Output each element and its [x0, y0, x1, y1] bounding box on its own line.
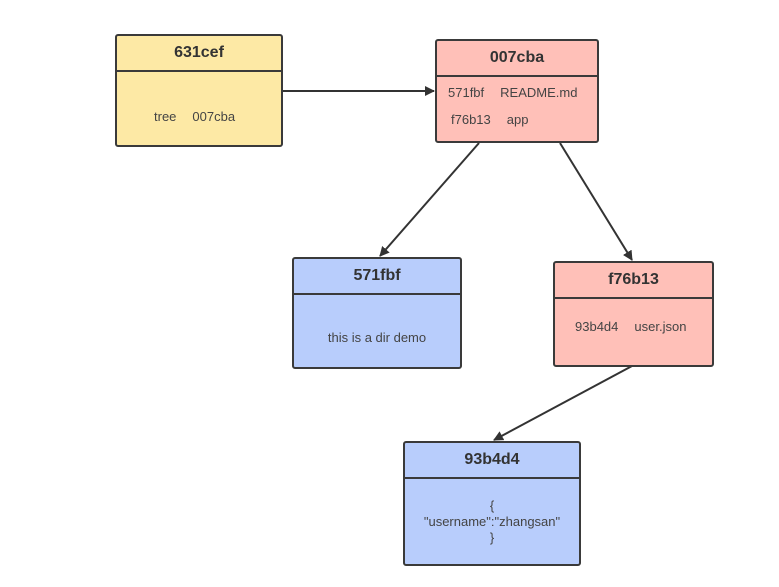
readme-blob-content: this is a dir demo [327, 330, 427, 345]
commit-node-body: tree 007cba [117, 72, 281, 145]
json-line: "username":"zhangsan" [423, 514, 561, 529]
readme-blob-title: 571fbf [294, 259, 460, 295]
json-blob-node: 93b4d4 { "username":"zhangsan" } [403, 441, 581, 566]
readme-blob-body: this is a dir demo [294, 295, 460, 367]
app-tree-node: f76b13 93b4d4 user.json [553, 261, 714, 367]
root-tree-body: 571fbf README.md f76b13 app [437, 77, 597, 141]
app-tree-title: f76b13 [555, 263, 712, 299]
root-tree-entry: f76b13 app [451, 112, 528, 127]
commit-entry: tree 007cba [154, 109, 235, 124]
json-blob-title: 93b4d4 [405, 443, 579, 479]
commit-entry-hash: 007cba [192, 109, 236, 124]
root-tree-entry-hash: 571fbf [448, 85, 485, 100]
json-line: { [489, 498, 495, 513]
root-tree-entry-hash: f76b13 [451, 112, 491, 127]
root-tree-title: 007cba [437, 41, 597, 77]
edge-tree-to-app [559, 142, 633, 261]
app-tree-body: 93b4d4 user.json [555, 299, 712, 365]
root-tree-entry-name: app [506, 112, 529, 127]
json-blob-content: { "username":"zhangsan" } [405, 498, 579, 546]
readme-blob-node: 571fbf this is a dir demo [292, 257, 462, 369]
commit-entry-type: tree [154, 109, 177, 124]
app-tree-entry-hash: 93b4d4 [575, 319, 619, 334]
commit-node-title: 631cef [117, 36, 281, 72]
edge-tree-to-readme [379, 142, 480, 257]
app-tree-entry: 93b4d4 user.json [575, 319, 686, 334]
edge-app-to-json [493, 365, 633, 441]
root-tree-node: 007cba 571fbf README.md f76b13 app [435, 39, 599, 143]
commit-node: 631cef tree 007cba [115, 34, 283, 147]
root-tree-entry-name: README.md [500, 85, 578, 100]
json-line: } [489, 530, 495, 545]
app-tree-entry-name: user.json [634, 319, 687, 334]
json-blob-body: { "username":"zhangsan" } [405, 479, 579, 564]
root-tree-entry: 571fbf README.md [448, 85, 577, 100]
